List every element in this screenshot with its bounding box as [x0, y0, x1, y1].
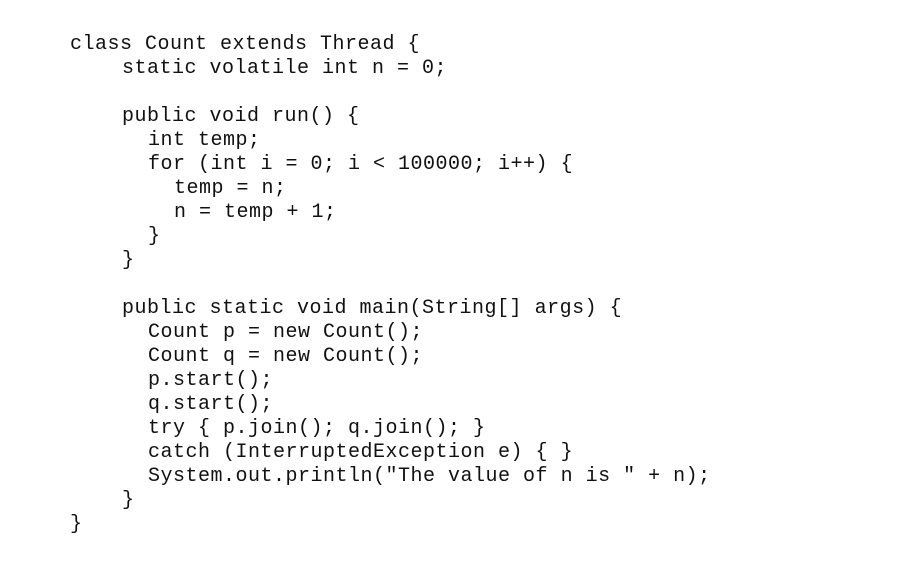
code-line: } — [122, 249, 135, 272]
code-line: static volatile int n = 0; — [122, 57, 448, 80]
code-line: for (int i = 0; i < 100000; i++) { — [148, 153, 574, 176]
code-line: System.out.println("The value of n is " … — [148, 465, 711, 488]
code-line: Count q = new Count(); — [148, 345, 424, 368]
code-line: catch (InterruptedException e) { } — [148, 441, 574, 464]
code-line: public static void main(String[] args) { — [122, 297, 623, 320]
code-line: int temp; — [148, 129, 261, 152]
code-line: } — [148, 225, 161, 248]
code-line: try { p.join(); q.join(); } — [148, 417, 486, 440]
code-line: } — [70, 513, 83, 536]
code-line: q.start(); — [148, 393, 274, 416]
code-line: class Count extends Thread { — [70, 33, 421, 56]
code-line: p.start(); — [148, 369, 274, 392]
code-line: } — [122, 489, 135, 512]
code-line: Count p = new Count(); — [148, 321, 424, 344]
code-line: public void run() { — [122, 105, 360, 128]
code-line: n = temp + 1; — [174, 201, 337, 224]
code-line: temp = n; — [174, 177, 287, 200]
